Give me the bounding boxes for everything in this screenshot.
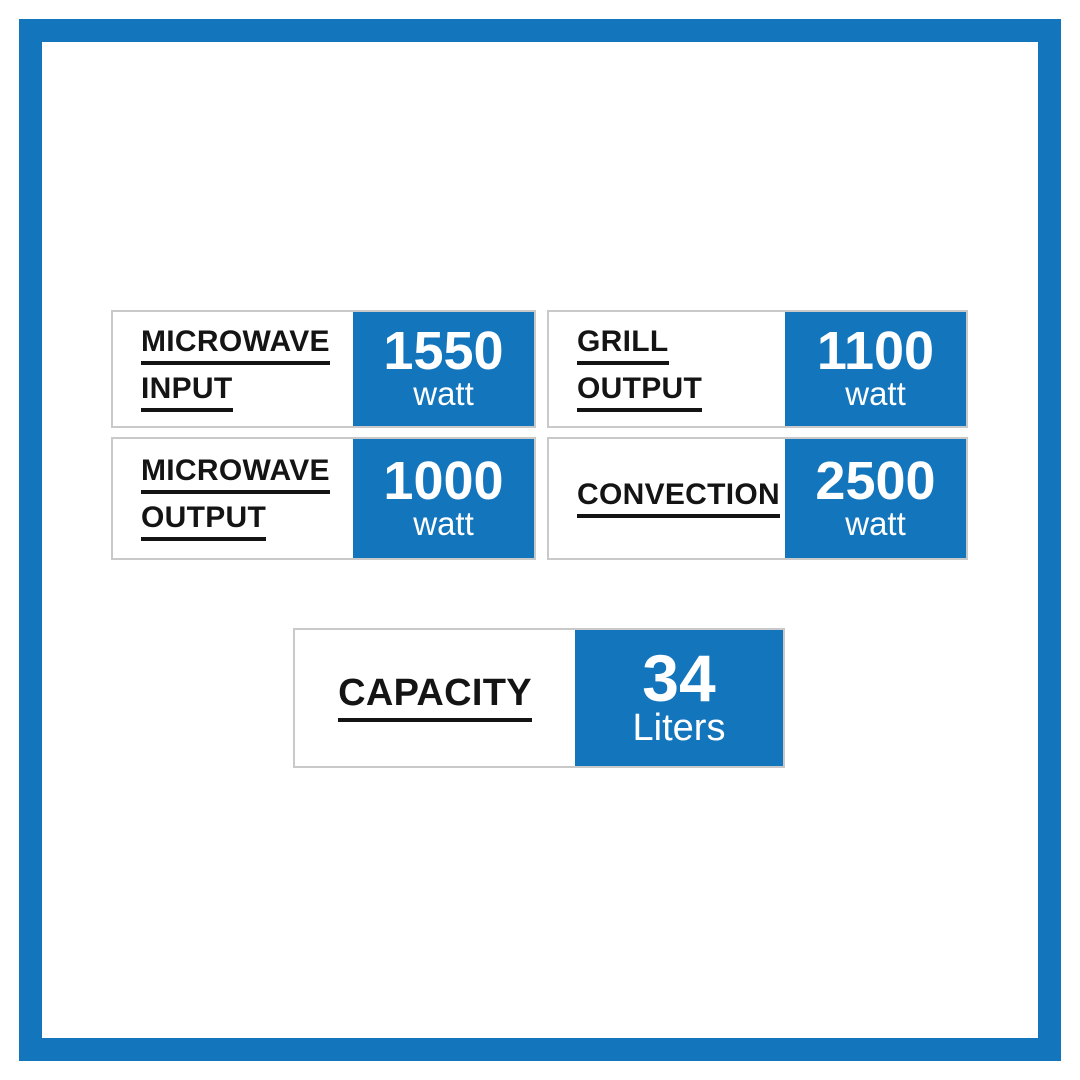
spec-label: CONVECTION xyxy=(549,439,785,558)
spec-card-convection: CONVECTION 2500 watt xyxy=(547,437,968,560)
spec-unit: watt xyxy=(413,504,474,542)
spec-value-box: 2500 watt xyxy=(785,439,966,558)
spec-card-grill-output: GRILL OUTPUT 1100 watt xyxy=(547,310,968,428)
spec-label-line: CAPACITY xyxy=(338,674,532,722)
spec-value: 1100 xyxy=(816,321,935,382)
spec-unit: Liters xyxy=(632,707,726,750)
spec-label-line: OUTPUT xyxy=(577,373,703,412)
spec-value-box: 1550 watt xyxy=(353,312,534,426)
spec-label-line: MICROWAVE xyxy=(141,456,330,494)
spec-value-box: 1000 watt xyxy=(353,439,534,558)
spec-label-line: GRILL xyxy=(577,326,669,365)
spec-unit: watt xyxy=(845,375,906,413)
spec-card-capacity: CAPACITY 34 Liters xyxy=(293,628,785,768)
spec-value-box: 1100 watt xyxy=(785,312,966,426)
border-frame xyxy=(19,19,1061,1061)
spec-value-box: 34 Liters xyxy=(575,630,783,766)
spec-card-microwave-input: MICROWAVE INPUT 1550 watt xyxy=(111,310,536,428)
spec-label: MICROWAVE INPUT xyxy=(113,312,353,426)
spec-value: 1000 xyxy=(383,450,504,511)
spec-value: 2500 xyxy=(815,450,936,511)
spec-label: CAPACITY xyxy=(295,630,575,766)
spec-label: MICROWAVE OUTPUT xyxy=(113,439,353,558)
spec-value: 1550 xyxy=(383,321,504,382)
spec-card-microwave-output: MICROWAVE OUTPUT 1000 watt xyxy=(111,437,536,560)
spec-unit: watt xyxy=(845,504,906,542)
spec-label: GRILL OUTPUT xyxy=(549,312,785,426)
spec-unit: watt xyxy=(413,375,474,413)
spec-label-line: CONVECTION xyxy=(577,479,781,518)
spec-value: 34 xyxy=(642,640,716,715)
spec-label-line: INPUT xyxy=(141,373,233,412)
spec-label-line: MICROWAVE xyxy=(141,326,330,365)
spec-label-line: OUTPUT xyxy=(141,503,267,541)
